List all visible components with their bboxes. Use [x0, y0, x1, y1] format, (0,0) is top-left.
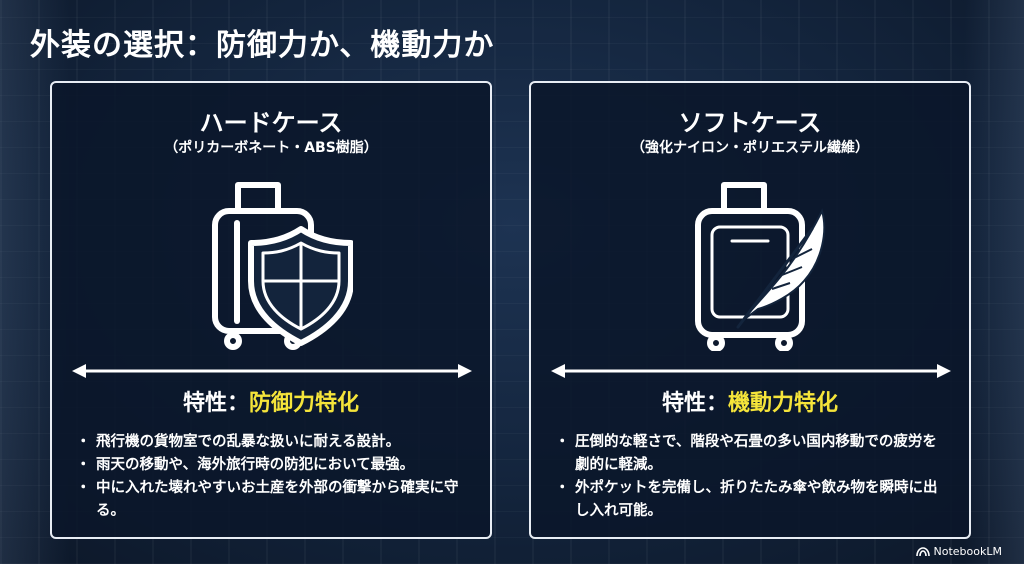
suitcase-shield-icon [212, 182, 353, 350]
background-building-right [964, 0, 1024, 564]
hard-case-card: ハードケース （ポリカーボネート・ABS樹脂） 特性：防御力特化 飛行機の貨物室… [50, 81, 492, 539]
bullet-list: 圧倒的な軽さで、階段や石畳の多い国内移動での疲労を劇的に軽減。 外ポケットを完備… [555, 431, 949, 523]
notebooklm-logo-icon [915, 546, 930, 556]
feature-value: 防御力特化 [249, 391, 360, 416]
feature-value: 機動力特化 [728, 391, 839, 416]
list-item: 圧倒的な軽さで、階段や石畳の多い国内移動での疲労を劇的に軽減。 [555, 431, 949, 477]
slide-title: 外装の選択：防御力か、機動力か [30, 28, 495, 63]
list-item: 中に入れた壊れやすいお土産を外部の衝撃から確実に守る。 [76, 477, 470, 523]
double-arrow-icon [551, 364, 951, 378]
list-item: 飛行機の貨物室での乱暴な扱いに耐える設計。 [76, 431, 470, 454]
bullet-list: 飛行機の貨物室での乱暴な扱いに耐える設計。 雨天の移動や、海外旅行時の防犯におい… [76, 431, 470, 523]
suitcase-feather-icon [695, 182, 826, 351]
card-title: ソフトケース [678, 109, 822, 137]
feature-line: 特性：防御力特化 [52, 385, 490, 417]
list-item: 外ポケットを完備し、折りたたみ傘や飲み物を瞬時に出し入れ可能。 [555, 477, 949, 523]
brand-label: NotebookLM [933, 545, 1002, 558]
brand-watermark: NotebookLM [915, 545, 1002, 558]
soft-case-card: ソフトケース （強化ナイロン・ポリエステル繊維） 特性：機動力特化 圧倒的な軽さ… [529, 81, 971, 539]
card-subtitle: （強化ナイロン・ポリエステル繊維） [631, 140, 869, 156]
card-subtitle: （ポリカーボネート・ABS樹脂） [164, 140, 378, 156]
feature-label: 特性： [661, 391, 728, 416]
card-title: ハードケース [199, 109, 343, 137]
double-arrow-icon [72, 364, 472, 378]
list-item: 雨天の移動や、海外旅行時の防犯において最強。 [76, 454, 470, 477]
feature-line: 特性：機動力特化 [531, 385, 969, 417]
feature-label: 特性： [182, 391, 249, 416]
